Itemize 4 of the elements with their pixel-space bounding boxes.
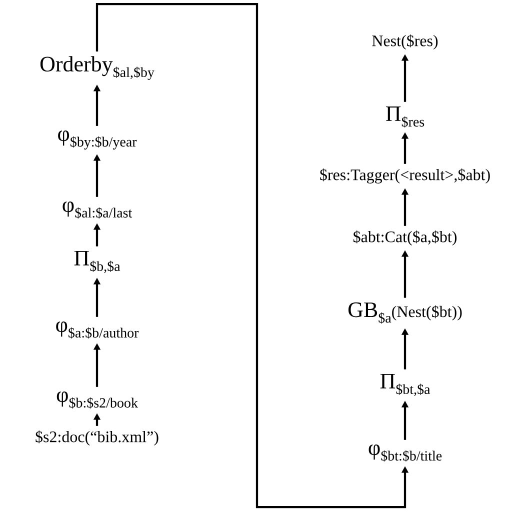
operator-label: $res:Tagger(<result>,$abt) <box>320 168 490 184</box>
operator-label: $abt:Cat($a,$bt) <box>354 230 457 246</box>
operator-label: $s2:doc(“bib.xml”) <box>36 430 158 446</box>
operator-label: Nest($res) <box>372 34 438 50</box>
